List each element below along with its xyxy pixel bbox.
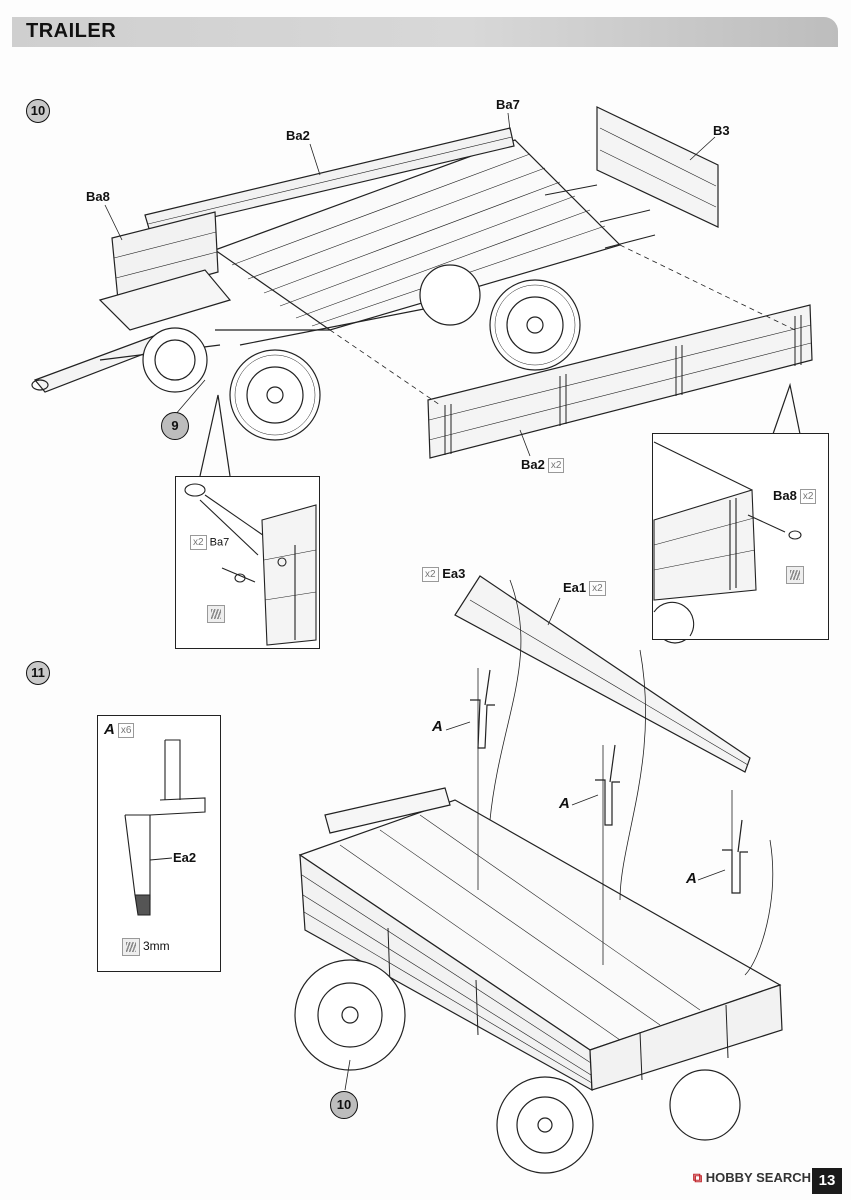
inset-detail-a xyxy=(97,715,221,972)
quantity-badge: x6 xyxy=(117,722,135,738)
quantity-badge: x2 xyxy=(422,567,439,583)
part-label-b3: B3 xyxy=(713,123,730,138)
inset-ba8-text: Ba8 xyxy=(773,488,797,503)
inset-ba7-label: x2 Ba7 xyxy=(190,535,229,550)
part-label-ea2: Ea2 xyxy=(173,850,197,865)
inset-ba7-text: Ba7 xyxy=(209,536,230,549)
part-label-ba7: Ba7 xyxy=(496,97,520,112)
brand-watermark: ⧉ HOBBY SEARCH xyxy=(693,1170,811,1186)
inset-a-title-text: A xyxy=(104,721,115,738)
part-label-a-1: A xyxy=(432,718,443,735)
cement-icon xyxy=(786,566,804,584)
brand-text: HOBBY SEARCH xyxy=(705,1170,811,1185)
quantity-badge: x2 xyxy=(190,535,207,550)
cement-icon xyxy=(207,605,225,623)
quantity-badge: x2 xyxy=(799,489,817,505)
part-label-a-2: A xyxy=(559,795,570,812)
page-title: TRAILER xyxy=(26,20,117,42)
part-label-ba8: Ba8 xyxy=(86,189,110,204)
reference-callout-9: 9 xyxy=(161,412,189,440)
cement-icon xyxy=(122,938,140,956)
part-label-ba2-top: Ba2 xyxy=(286,128,310,143)
glue-note: 3mm xyxy=(143,939,170,953)
part-label-ba2-side-text: Ba2 xyxy=(521,457,545,472)
part-label-ea3-text: Ea3 xyxy=(442,566,466,581)
step-number-10: 10 xyxy=(26,99,50,123)
page-number: 13 xyxy=(812,1168,842,1194)
step-number-11: 11 xyxy=(26,661,50,685)
part-label-a-3: A xyxy=(686,870,697,887)
part-label-ea1-text: Ea1 xyxy=(563,580,587,595)
reference-callout-10: 10 xyxy=(330,1091,358,1119)
header-bar xyxy=(12,17,838,47)
quantity-badge: x2 xyxy=(589,581,606,597)
part-label-ea3: x2 Ea3 xyxy=(422,566,466,583)
brand-logo-icon: ⧉ xyxy=(692,1170,703,1185)
quantity-badge: x2 xyxy=(547,458,565,474)
